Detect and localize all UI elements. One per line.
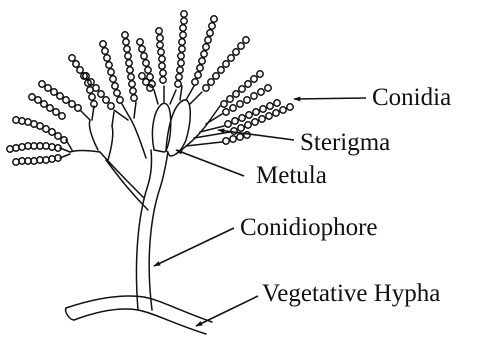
vegetative-hypha-leader-line	[196, 296, 258, 326]
side-branch	[100, 152, 148, 210]
conidiophore-leader-line	[154, 228, 234, 266]
conidia-leader-line	[294, 98, 366, 99]
metula-leader-line	[176, 150, 244, 176]
vegetative-hypha	[66, 296, 212, 334]
conidiophore-label: Conidiophore	[240, 214, 378, 241]
vegetative-hypha-label: Vegetative Hypha	[262, 280, 440, 307]
metula-label: Metula	[256, 162, 327, 189]
sterigmata	[60, 86, 230, 158]
metulae	[70, 100, 210, 160]
conidia-label: Conidia	[372, 84, 451, 111]
conidia-chains	[7, 11, 293, 165]
sterigma-label: Sterigma	[300, 129, 390, 156]
conidiophore-stalk	[136, 150, 168, 310]
